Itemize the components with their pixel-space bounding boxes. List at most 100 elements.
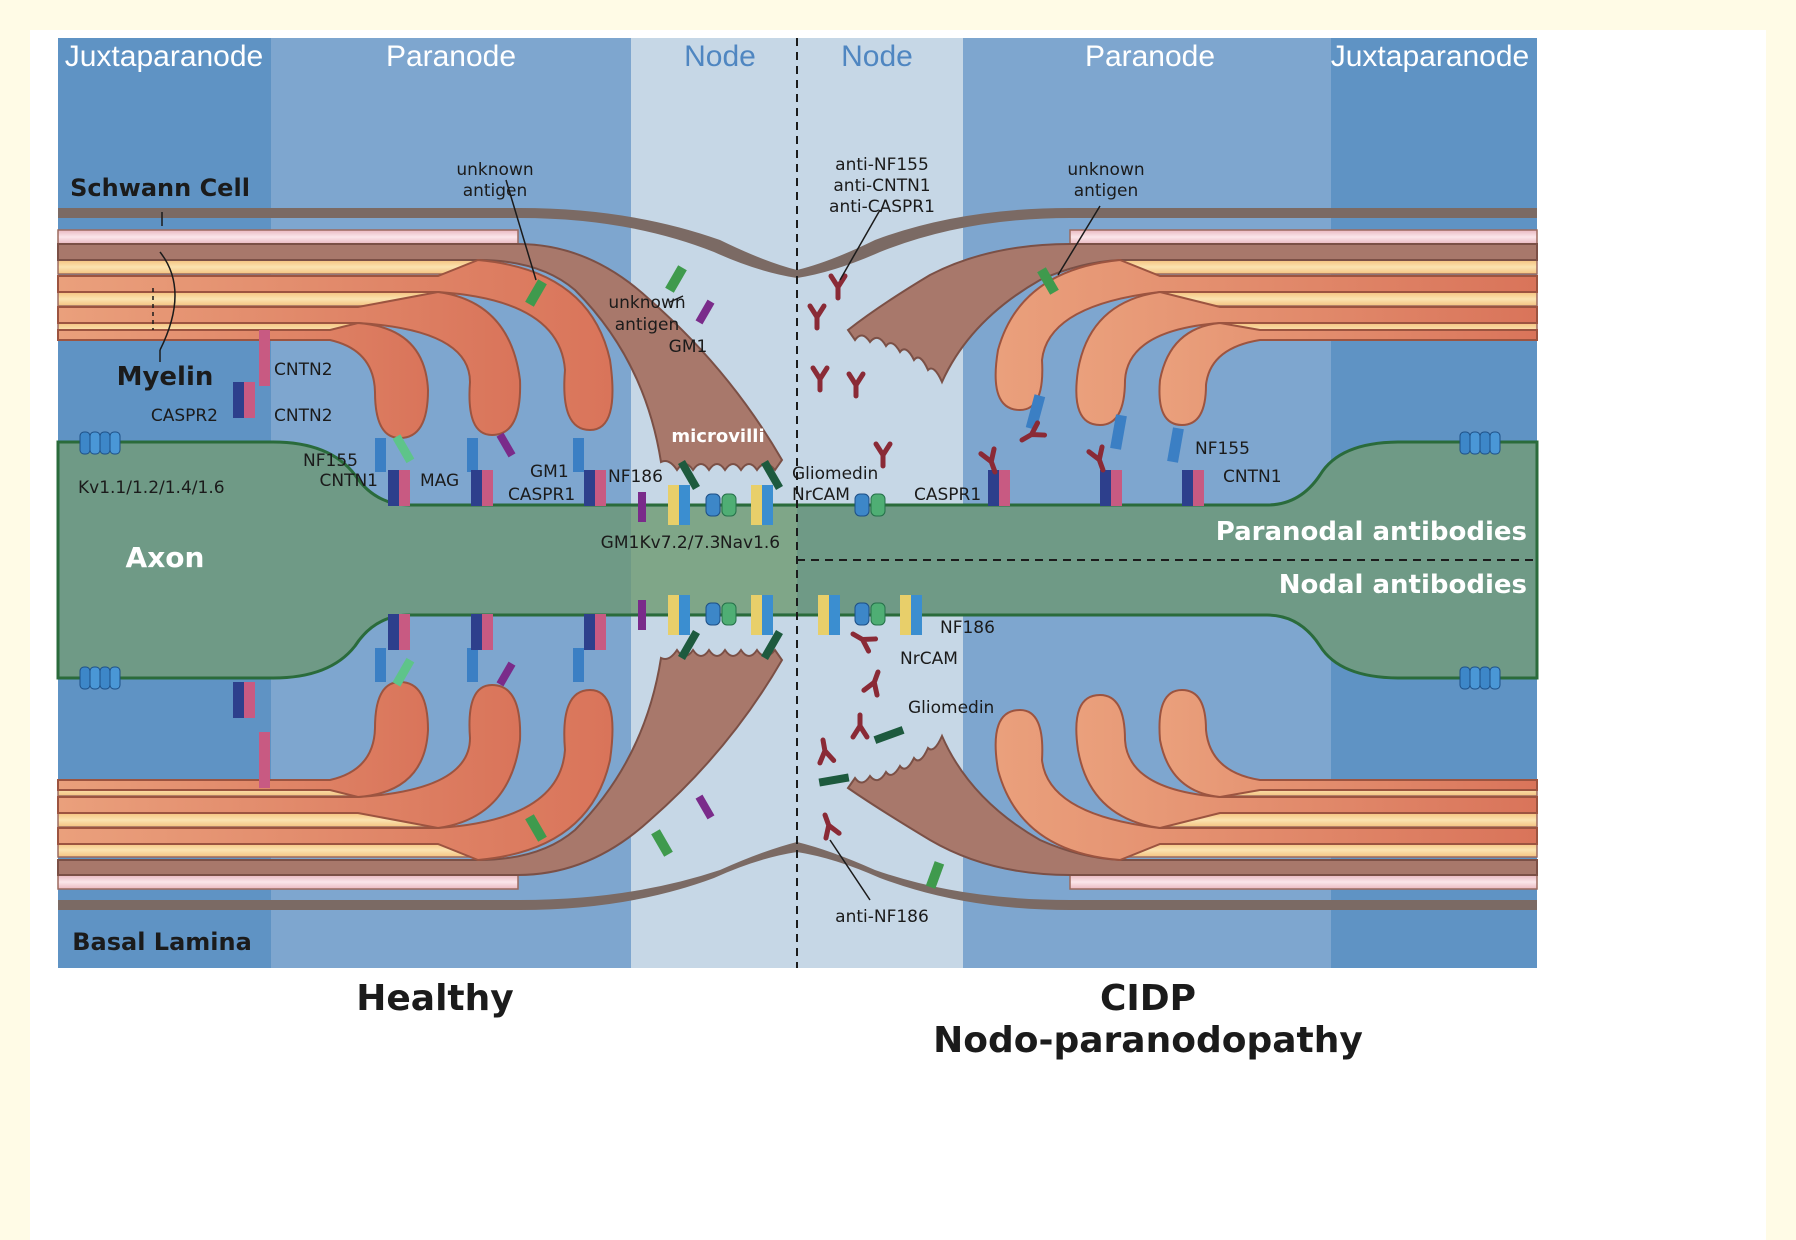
unknown-antigen-icon (525, 814, 547, 842)
cntn1-label: CNTN1 (319, 471, 378, 491)
caspr1-cntn1-icon (584, 470, 606, 506)
caspr2-cntn2-icon (233, 682, 255, 718)
mag-icon (392, 434, 415, 464)
kv7-channel-icon (668, 595, 690, 635)
unknown-antigen-icon (1037, 267, 1059, 295)
nrcam-label: NrCAM (792, 485, 850, 505)
gliomedin-icon (818, 773, 850, 787)
microvilli-label: microvilli (671, 426, 764, 447)
anti-cntn1-label: anti-CNTN1 (833, 176, 930, 196)
unknown-antigen-icon (665, 265, 687, 293)
paranodal-loop (1158, 688, 1538, 799)
paranodal-loop (1158, 321, 1538, 427)
unknown-antigen-icon (525, 279, 547, 307)
unknown-antigen-icon (925, 861, 945, 889)
nf155-icon (467, 438, 478, 472)
unknown-antigen-icon (651, 829, 673, 857)
nf155-icon (1110, 414, 1127, 450)
gliomedin-icon (873, 726, 905, 744)
basal-lamina-label: Basal Lamina (72, 928, 252, 956)
caspr1-cntn1-icon (988, 470, 1010, 506)
mag-icon (392, 657, 415, 687)
paranodal-antibodies-label: Paranodal antibodies (1216, 517, 1527, 547)
nf186-nodal-icon (900, 595, 922, 635)
nf155-icon (573, 648, 584, 682)
unknown-antigen-label: unknown (1067, 160, 1144, 180)
kv-label: Kv1.1/1.2/1.4/1.6 (78, 478, 225, 498)
paranodal-loop (1075, 693, 1538, 830)
caspr1-cntn1-icon (388, 614, 410, 650)
kv-channel-icon (79, 431, 121, 455)
myelin-stripe (57, 874, 519, 890)
region-title: Paranode (1085, 40, 1215, 73)
region-title: Juxtaparanode (1331, 40, 1530, 73)
nf155-icon (1025, 394, 1046, 430)
region-title: Juxtaparanode (65, 40, 264, 73)
nf155-icon (375, 438, 386, 472)
label-arrows (152, 179, 1101, 901)
kv72-label: Kv7.2/7.3 (639, 533, 720, 553)
nf186-label: NF186 (608, 467, 663, 487)
cidp-caption: CIDP (1100, 978, 1196, 1019)
caspr1-cntn1-icon (471, 470, 493, 506)
gm1-icon (695, 794, 715, 820)
paranodal-loop (57, 688, 614, 862)
kv-channel-icon (1459, 431, 1501, 455)
schwann-membrane-bottom (58, 842, 1537, 910)
myelin-stripe (1119, 259, 1538, 275)
gm1-label: GM1 (669, 337, 708, 357)
nf155-icon (573, 438, 584, 472)
nodo-paranodopathy-caption: Nodo-paranodopathy (933, 1020, 1363, 1061)
gm1-icon (638, 600, 646, 630)
caspr1-label: CASPR1 (914, 485, 981, 505)
caspr2-cntn2-icon (233, 382, 255, 418)
unknown-antigen-label: antigen (615, 315, 680, 335)
nodal-antibodies-label: Nodal antibodies (1279, 570, 1527, 600)
cntn2-label: CNTN2 (274, 406, 333, 426)
nav16-label: Nav1.6 (720, 533, 780, 553)
mag-label: MAG (420, 471, 459, 491)
myelin-stripe (1159, 812, 1538, 828)
caspr2-label: CASPR2 (151, 406, 218, 426)
anti-nf186-label: anti-NF186 (835, 907, 929, 927)
gliomedin-icon (761, 630, 783, 660)
gliomedin-icon (761, 460, 783, 490)
gm1-icon (496, 432, 516, 458)
schwann-microvilli-right-top (846, 243, 1538, 385)
region-title: Node (684, 40, 756, 73)
kv-channel-icon (1459, 666, 1501, 690)
nf155-icon (375, 648, 386, 682)
cntn1-label: CNTN1 (1223, 467, 1282, 487)
kv7-channel-icon (668, 485, 690, 525)
schwann-membrane-top (58, 208, 1537, 278)
schwann-microvilli-right-bottom (846, 733, 1538, 876)
myelin-stripe (1159, 291, 1538, 307)
caspr1-cntn1-icon (388, 470, 410, 506)
cntn2-icon (259, 732, 270, 788)
myelin-stripe (57, 229, 519, 245)
diagram-frame: Juxtaparanode Paranode Node Node Paranod… (30, 30, 1766, 1240)
gm1-label: GM1 (530, 462, 569, 482)
cntn2-label: CNTN2 (274, 360, 333, 380)
myelin-stripe (1069, 229, 1538, 245)
anti-nf155-label: anti-NF155 (835, 155, 929, 175)
unknown-antigen-label: unknown (456, 160, 533, 180)
myelin-stripe (57, 259, 479, 275)
nf155-icon (467, 648, 478, 682)
paranodal-loop (994, 258, 1538, 412)
gm1-icon (496, 661, 516, 687)
gm1-label: GM1 (601, 533, 640, 553)
schwann-cell-label: Schwann Cell (70, 174, 250, 202)
region-title: Node (841, 40, 913, 73)
nf155-label: NF155 (303, 451, 358, 471)
schwann-microvilli-left-bottom (57, 648, 784, 876)
anti-caspr1-label: anti-CASPR1 (829, 197, 935, 217)
myelin-stripe (1069, 874, 1538, 890)
caspr1-cntn1-icon (1100, 470, 1122, 506)
paranodal-loop (1075, 290, 1538, 427)
unknown-antigen-label: unknown (608, 293, 685, 313)
paranodal-loop (57, 683, 522, 830)
schwann-microvilli-left-top (57, 243, 784, 472)
gm1-icon (638, 492, 646, 522)
nf155-label: NF155 (1195, 439, 1250, 459)
